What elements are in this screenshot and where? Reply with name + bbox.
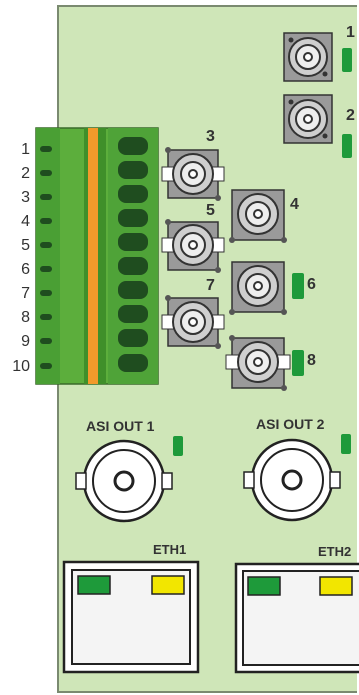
pin-label-6: 6 bbox=[21, 261, 30, 278]
coax-label-1: 1 bbox=[346, 24, 355, 41]
led-2 bbox=[342, 134, 352, 158]
coax-connector-4[interactable] bbox=[229, 189, 287, 243]
coax-connector-2[interactable] bbox=[283, 94, 333, 144]
terminal-block bbox=[35, 127, 159, 385]
coax-connector-5[interactable] bbox=[161, 219, 225, 273]
coax-label-5: 5 bbox=[206, 202, 215, 219]
asi-out-2-label: ASI OUT 2 bbox=[256, 416, 325, 432]
eth2-port[interactable] bbox=[234, 562, 359, 674]
eth2-label: ETH2 bbox=[318, 544, 352, 559]
led-6 bbox=[292, 273, 304, 299]
led-1 bbox=[342, 48, 352, 72]
pin-label-5: 5 bbox=[21, 237, 30, 254]
eth1-label: ETH1 bbox=[153, 542, 187, 557]
pin-label-7: 7 bbox=[21, 285, 30, 302]
pin-label-8: 8 bbox=[21, 309, 30, 326]
asi-out-1-label: ASI OUT 1 bbox=[86, 418, 155, 434]
coax-connector-6[interactable] bbox=[229, 261, 287, 315]
pin-label-4: 4 bbox=[21, 213, 30, 230]
eth1-port[interactable] bbox=[62, 560, 200, 674]
asi-out-1-led bbox=[173, 436, 183, 456]
asi-out-2-led bbox=[341, 434, 351, 454]
coax-connector-8[interactable] bbox=[225, 335, 291, 391]
coax-connector-1[interactable] bbox=[283, 32, 333, 82]
pin-label-2: 2 bbox=[21, 165, 30, 182]
coax-label-7: 7 bbox=[206, 277, 215, 294]
pin-label-1: 1 bbox=[21, 141, 30, 158]
coax-label-8: 8 bbox=[307, 352, 316, 369]
coax-connector-7[interactable] bbox=[161, 295, 225, 349]
coax-label-6: 6 bbox=[307, 276, 316, 293]
asi-out-1-connector[interactable] bbox=[75, 439, 173, 523]
coax-label-4: 4 bbox=[290, 196, 299, 213]
pin-label-3: 3 bbox=[21, 189, 30, 206]
pin-label-9: 9 bbox=[21, 333, 30, 350]
led-8 bbox=[292, 350, 304, 376]
pin-label-10: 10 bbox=[12, 358, 30, 375]
coax-label-3: 3 bbox=[206, 128, 215, 145]
coax-label-2: 2 bbox=[346, 107, 355, 124]
terminal-pins[interactable] bbox=[40, 137, 148, 372]
asi-out-2-connector[interactable] bbox=[243, 438, 341, 522]
coax-connector-3[interactable] bbox=[161, 147, 225, 201]
